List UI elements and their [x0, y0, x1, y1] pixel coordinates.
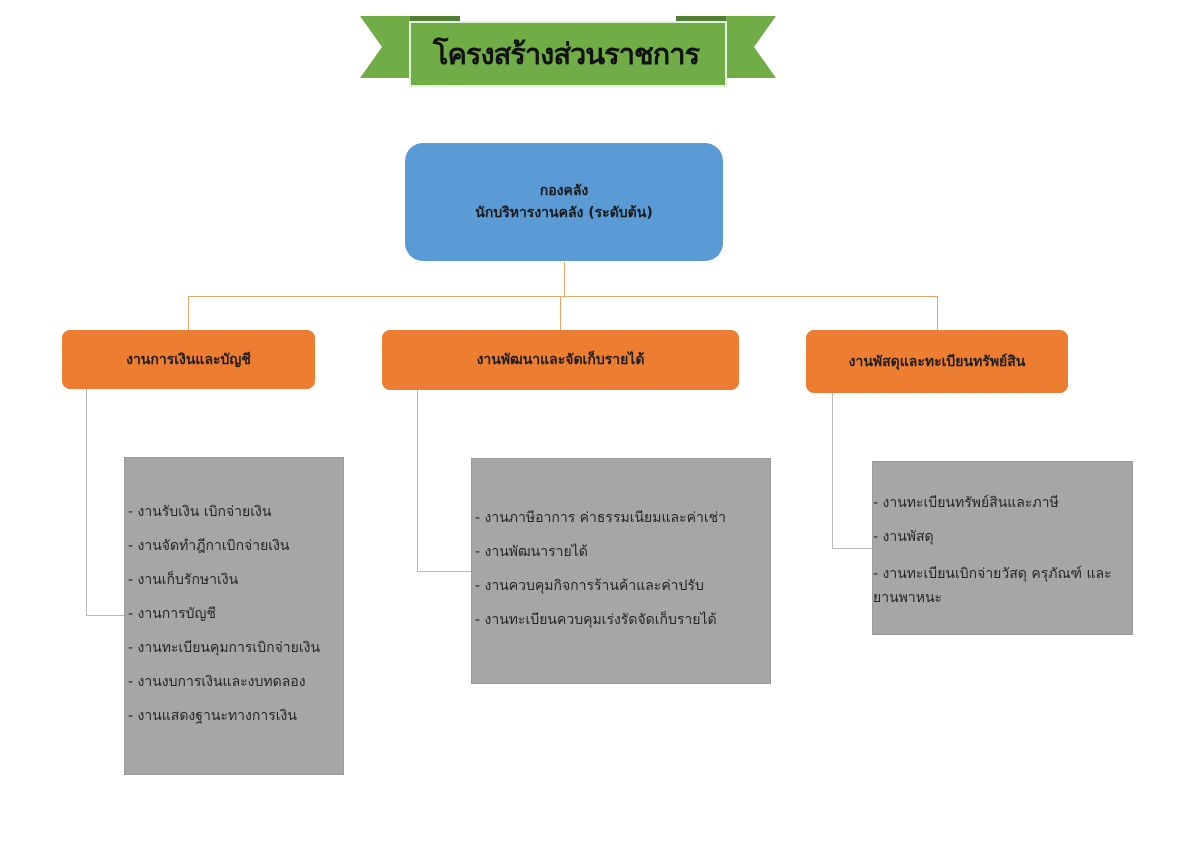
dept-label: งานพัฒนาและจัดเก็บรายได้ [476, 352, 645, 368]
dept-connector-1 [188, 296, 189, 330]
list-item: - งานทะเบียนทรัพย์สินและภาษี [873, 495, 1059, 511]
list-item: - งานทะเบียนควบคุมเร่งรัดจัดเก็บรายได้ [475, 612, 717, 628]
task-connector-3-h [832, 548, 872, 549]
task-connector-2-h [417, 571, 472, 572]
task-list-supplies: - งานทะเบียนทรัพย์สินและภาษี - งานพัสดุ … [872, 461, 1133, 635]
list-item: - งานทะเบียนเบิกจ่ายวัสดุ ครุภัณฑ์ และยา… [873, 566, 1112, 606]
dept-supplies-assets: งานพัสดุและทะเบียนทรัพย์สิน [806, 330, 1068, 393]
task-list-revenue: - งานภาษีอาการ ค่าธรรมเนียมและค่าเช่า - … [471, 458, 771, 684]
list-item: - งานภาษีอาการ ค่าธรรมเนียมและค่าเช่า [475, 510, 726, 526]
dept-connector-3 [937, 296, 938, 330]
page-title: โครงสร้างส่วนราชการ [432, 37, 700, 71]
task-connector-2-v [417, 390, 418, 571]
list-item: - งานควบคุมกิจการร้านค้าและค่าปรับ [475, 578, 704, 594]
list-item: - งานเก็บรักษาเงิน [128, 572, 239, 588]
dept-revenue: งานพัฒนาและจัดเก็บรายได้ [382, 330, 739, 390]
list-item: - งานจัดทำฎีกาเบิกจ่ายเงิน [128, 538, 290, 554]
list-item: - งานรับเงิน เบิกจ่ายเงิน [128, 504, 272, 520]
title-ribbon [360, 16, 776, 87]
task-connector-3-v [832, 393, 833, 548]
ribbon-band [409, 21, 727, 87]
root-node: กองคลัง นักบริหารงานคลัง (ระดับต้น) [405, 143, 723, 261]
list-item: - งานแสดงฐานะทางการเงิน [128, 708, 297, 724]
dept-label: งานการเงินและบัญชี [126, 351, 251, 368]
dept-label: งานพัสดุและทะเบียนทรัพย์สิน [848, 353, 1026, 370]
list-item: - งานทะเบียนคุมการเบิกจ่ายเงิน [128, 640, 321, 656]
dept-finance-accounting: งานการเงินและบัญชี [62, 330, 315, 389]
root-connector-down [564, 262, 565, 296]
list-item: - งานการบัญชี [128, 606, 216, 622]
root-subtitle: นักบริหารงานคลัง (ระดับต้น) [475, 205, 653, 221]
task-list-finance: - งานรับเงิน เบิกจ่ายเงิน - งานจัดทำฎีกา… [124, 457, 344, 775]
list-item: - งานพัฒนารายได้ [475, 544, 588, 560]
dept-connector-2 [560, 296, 561, 330]
task-connector-1-h [86, 615, 125, 616]
root-connector-horizontal [188, 296, 938, 297]
list-item: - งานพัสดุ [873, 529, 934, 545]
list-item: - งานงบการเงินและงบทดลอง [128, 674, 306, 690]
task-connector-1-v [86, 389, 87, 615]
root-title: กองคลัง [539, 183, 589, 199]
